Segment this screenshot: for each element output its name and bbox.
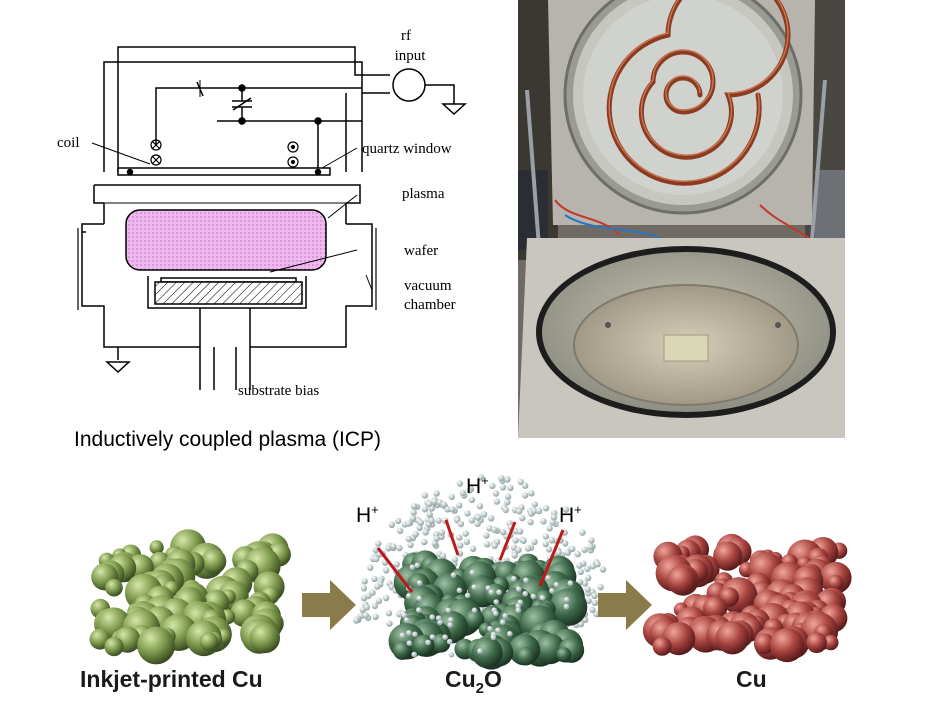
label-rf: rf [401,28,411,44]
icp-reactor-photo [518,0,845,438]
ion-label: H [559,504,574,527]
icp-schematic [77,46,467,390]
svg-text:H+: H+ [466,473,489,498]
label-vacuum: vacuum [404,278,452,294]
particle [104,637,124,657]
plasma-region [125,209,327,271]
ion-label: H [466,475,481,498]
particle [199,632,219,651]
particle [703,596,728,621]
ion-track [444,519,460,556]
ion-label: H [356,504,371,527]
ground-icon [441,103,467,116]
label-inkjet-cu: Inkjet-printed Cu [80,666,263,692]
label-cu2o: Cu2O [445,666,502,697]
svg-text:H+: H+ [559,502,582,527]
particle [137,626,176,665]
particle [464,609,485,630]
particle [201,548,227,574]
particle [806,632,827,653]
particle [249,622,280,654]
capacitor-variable-arrow [232,97,252,111]
particle [471,637,503,669]
ground-icon [105,361,131,374]
label-input: input [395,48,427,64]
match-network-wire [155,87,362,145]
coil-symbols [150,139,299,168]
particle [715,621,750,655]
arrow-icon [302,580,356,630]
particle [556,647,572,662]
particle [149,540,164,555]
particle [652,636,672,656]
rf-feed-loop [103,46,390,122]
particle [105,578,123,597]
label-substrate-bias: substrate bias [238,383,319,399]
rf-source-icon [392,68,426,102]
cluster-cu [642,533,852,663]
substrate-chuck [154,281,303,305]
cluster-inkjet-cu [89,529,291,665]
particle [770,628,805,663]
label-quartz-window: quartz window [362,141,452,157]
particle-clusters [89,474,852,670]
label-cu: Cu [736,666,767,692]
label-wafer: wafer [404,243,438,259]
schematic-labels: rf input coil quartz window plasma wafer… [57,28,456,399]
ion-track [376,547,414,593]
arrow-icon [598,580,652,630]
schematic-caption: Inductively coupled plasma (ICP) [74,428,381,451]
ion-track [538,529,565,587]
particle [666,565,696,595]
particle [713,541,743,571]
ion-track [498,521,517,561]
particle [823,634,839,651]
particle [827,574,844,591]
particle [753,633,775,655]
vacuum-chamber [81,184,373,390]
leader-lines [91,142,373,291]
particle [516,647,536,666]
svg-text:H+: H+ [356,502,379,527]
quartz-window [117,167,331,176]
particle [393,641,412,660]
label-chamber: chamber [404,297,456,313]
label-coil: coil [57,135,80,151]
label-plasma: plasma [402,186,445,202]
ion-labels: H+ H+ H+ [356,473,582,527]
